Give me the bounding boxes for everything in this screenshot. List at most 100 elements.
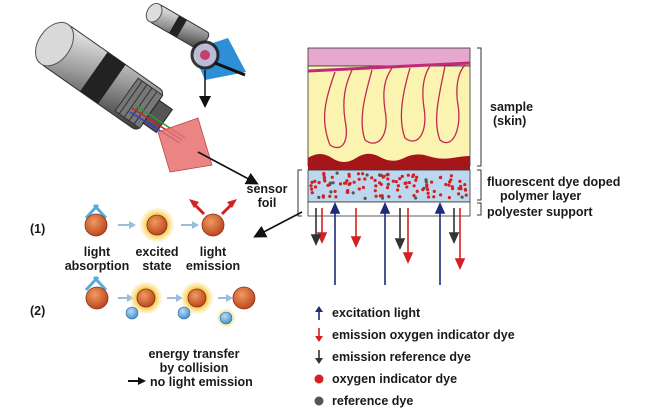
excitation-arrows [329, 202, 446, 285]
magnifier-camera-icon [145, 2, 246, 80]
dye-particle [317, 195, 321, 199]
dye-particle [310, 180, 314, 184]
dye-particle [381, 175, 385, 179]
label-emission-2: emission [185, 259, 241, 273]
dye-particle [444, 182, 448, 187]
dye-particle [357, 177, 361, 181]
dye-particle [334, 195, 338, 199]
label-energy-transfer-2: by collision [159, 361, 229, 375]
dye-particle [385, 173, 389, 177]
emission-reference-arrow-icon [315, 350, 323, 364]
dye-particle [370, 176, 374, 180]
dye-particle [426, 188, 430, 192]
legend-label: emission reference dye [332, 350, 471, 364]
dye-particle [398, 195, 402, 199]
camera-icon [35, 21, 186, 144]
mechanism-row-2 [84, 275, 256, 327]
dye-particle [451, 187, 455, 191]
legend-item: oxygen indicator dye [312, 371, 457, 387]
dye-particle [338, 182, 343, 186]
layer-brackets [477, 47, 482, 216]
dye-particle [361, 185, 365, 190]
dye-particle [347, 174, 351, 178]
label-light-absorption-1: light [83, 245, 111, 259]
dye-particle [394, 180, 398, 184]
dye-particle [414, 196, 418, 200]
legend-item: reference dye [312, 393, 413, 409]
mechanism-row-1 [84, 199, 237, 242]
dye-particle [432, 189, 436, 193]
dye-particle [463, 183, 467, 187]
dye-particle [400, 174, 404, 178]
dye-particle [386, 182, 390, 186]
dye-particle [424, 180, 428, 184]
dye-particle [457, 192, 461, 196]
legend-label: excitation light [332, 306, 421, 320]
dye-particle [438, 176, 443, 180]
dye-particle [412, 194, 416, 198]
dye-particle [449, 174, 453, 178]
dye-particle [411, 174, 415, 179]
dye-particle [374, 194, 378, 198]
dye-particle [439, 193, 443, 197]
dye-particle [385, 186, 390, 190]
dye-particle [329, 190, 333, 194]
legend-label: emission oxygen indicator dye [332, 328, 515, 342]
dye-particle [380, 196, 385, 200]
dye-particle [373, 189, 377, 193]
dye-particle [447, 183, 451, 187]
dye-particle [415, 189, 419, 193]
dye-particle [321, 195, 325, 199]
dye-particle [430, 180, 434, 184]
dye-particle [386, 177, 390, 181]
dye-particle [458, 179, 462, 183]
dye-particle [405, 185, 409, 189]
dye-particle [330, 175, 334, 179]
dye-particle [373, 178, 377, 182]
dye-particle [331, 181, 335, 185]
dye-particle [313, 185, 318, 189]
oxygen-dot-icon [314, 374, 324, 384]
dye-particle [415, 175, 419, 179]
emission-oxygen-arrows [316, 208, 466, 270]
legend-item: emission reference dye [312, 349, 471, 365]
dye-particle [356, 172, 360, 176]
legend-label: oxygen indicator dye [332, 372, 458, 386]
label-sensor: sensor [246, 182, 288, 196]
dye-particle [412, 184, 416, 188]
foil-to-mechanism-arrow [253, 211, 303, 238]
legend-item: excitation light [312, 305, 420, 321]
dye-particle [427, 195, 431, 199]
dye-particle [422, 186, 426, 190]
legend-item: emission oxygen indicator dye [312, 327, 515, 343]
dye-particle [391, 179, 395, 183]
patch-to-foil-arrow [197, 151, 259, 185]
skin-cross-section [307, 47, 471, 217]
dye-particle [322, 176, 326, 181]
dye-particle [345, 190, 349, 194]
dye-particle [378, 194, 382, 198]
dye-particle [396, 188, 400, 192]
dye-particle [328, 181, 332, 185]
dye-particle [460, 195, 464, 199]
label-energy-transfer-3: no light emission [150, 375, 253, 389]
dye-particle [378, 181, 382, 185]
dye-particle [326, 183, 330, 187]
dye-particle [310, 187, 314, 191]
dye-particle [335, 171, 339, 175]
legend-label: reference dye [332, 394, 414, 408]
dye-particle [357, 187, 361, 191]
label-foil: foil [257, 196, 277, 210]
label-excited-1: excited [135, 245, 179, 259]
dye-particle [345, 179, 349, 183]
dye-particle [351, 191, 355, 195]
dye-particle [425, 185, 429, 189]
label-fluorescent-layer-1: fluorescent dye doped [487, 175, 621, 189]
dye-particle [365, 173, 369, 177]
dye-particle [352, 180, 356, 184]
emission-reference-arrows [310, 208, 460, 250]
dye-particle [414, 178, 418, 182]
dye-particle [398, 177, 402, 181]
dye-particle [463, 188, 468, 192]
emission-oxygen-arrow-icon [315, 328, 323, 342]
